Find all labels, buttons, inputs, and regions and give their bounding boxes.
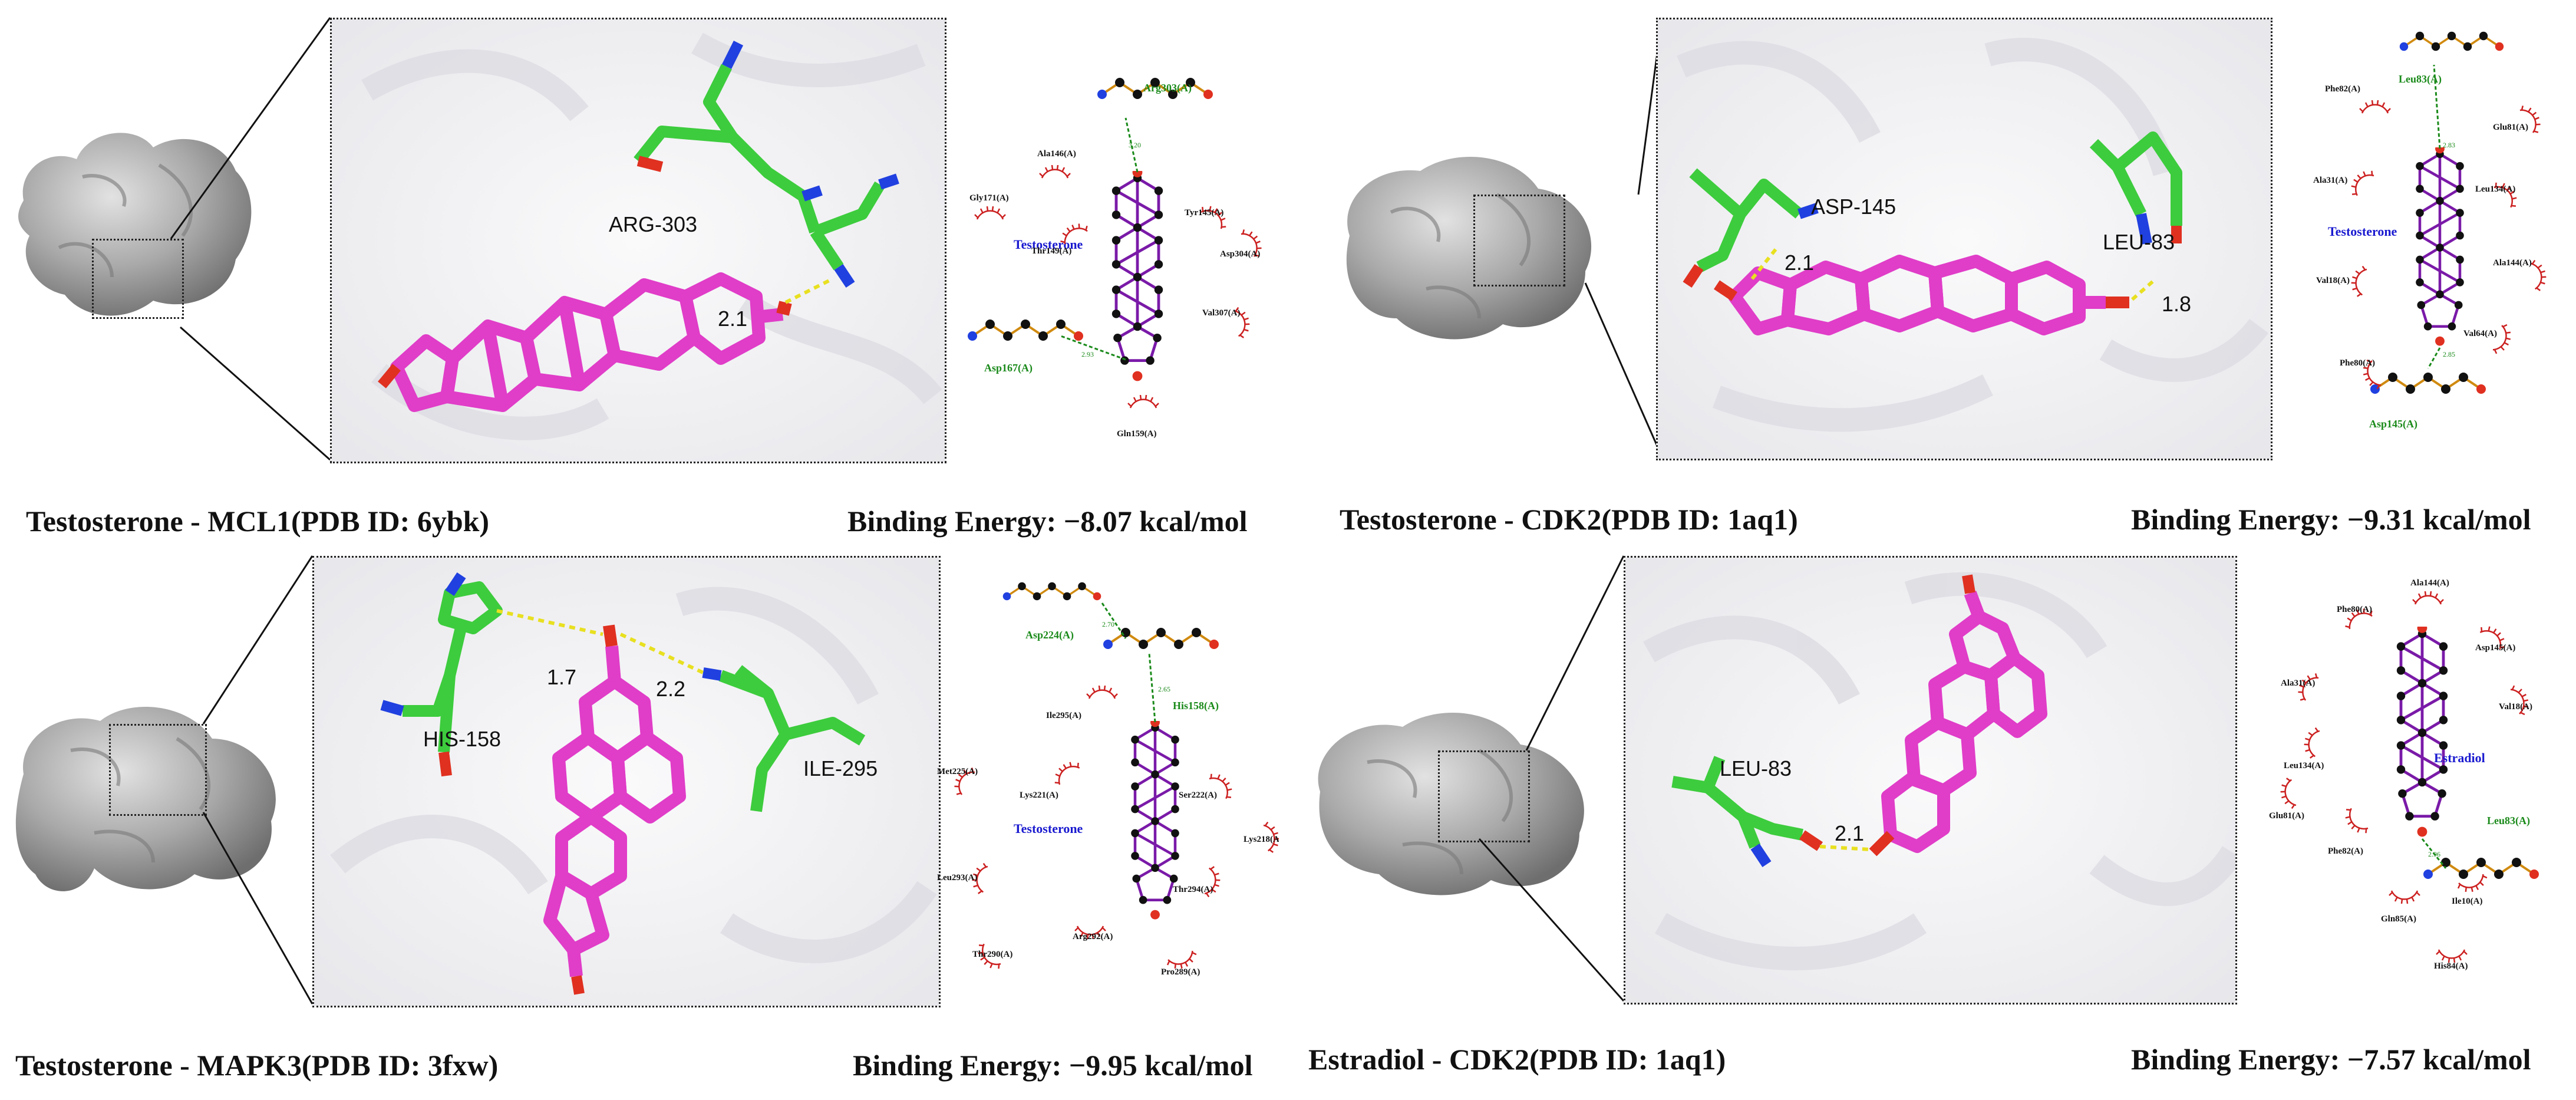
complex-caption: Estradiol - CDK2(PDB ID: 1aq1) bbox=[1308, 1043, 1726, 1076]
residue-label-his158: HIS-158 bbox=[423, 727, 501, 751]
binding-energy: Binding Energy: −7.57 kcal/mol bbox=[2131, 1043, 2531, 1076]
hydrophobic-residue-label: Asp304(A) bbox=[1220, 249, 1260, 259]
ligplot-diagram: Leu83(A) 2.96 Estradiol Ala144(A) Phe80(… bbox=[2257, 550, 2575, 1010]
hydrophobic-residue-label: Phe80(A) bbox=[2340, 358, 2375, 368]
hydrophobic-residue-label: Glu81(A) bbox=[2269, 811, 2304, 821]
binding-energy: Binding Energy: −9.95 kcal/mol bbox=[853, 1049, 1253, 1082]
hydrophobic-residue-label: Ala31(A) bbox=[2281, 679, 2315, 688]
hydrophobic-residue-label: Val64(A) bbox=[2463, 329, 2497, 338]
hydrophobic-residue-label: Val307(A) bbox=[1202, 308, 1240, 318]
hbond-distance-label: 2.93 bbox=[1081, 350, 1094, 358]
protein-surface bbox=[1302, 691, 1609, 915]
hydrophobic-residue-label: Arg292(A) bbox=[1073, 932, 1113, 941]
hydrophobic-residue-label: Ile295(A) bbox=[1046, 711, 1081, 720]
panel-cdk2-estradiol: LEU-83 2.1 Leu83(A) 2.96 Estradiol Ala14… bbox=[1291, 550, 2576, 1100]
complex-caption: Testosterone - CDK2(PDB ID: 1aq1) bbox=[1340, 503, 1798, 536]
hydrophobic-residue-label: Gln85(A) bbox=[2381, 914, 2416, 924]
hydrophobic-residue-label: Lys218(A) bbox=[1244, 835, 1279, 844]
residue-label-ile295: ILE-295 bbox=[803, 756, 878, 780]
residue-label-leu83: LEU-83 bbox=[2103, 230, 2175, 254]
hbond-residue-label: Leu83(A) bbox=[2399, 73, 2442, 85]
hydrophobic-residue-label: Thr294(A) bbox=[1173, 885, 1213, 894]
hbond-distance-label: 2.65 bbox=[1158, 685, 1170, 693]
hydrophobic-residue-label: Ala144(A) bbox=[2410, 578, 2449, 588]
hbond-distance-label: 2.83 bbox=[2443, 141, 2455, 149]
binding-site-box bbox=[109, 724, 207, 816]
hydrophobic-residue-label: Glu81(A) bbox=[2493, 123, 2528, 132]
hbond-distance: 1.8 bbox=[2162, 292, 2191, 316]
ligplot-diagram: Arg303(A) Asp167(A) 3.20 2.93 Testostero… bbox=[949, 29, 1279, 454]
hydrophobic-residue-label: Ser222(A) bbox=[1179, 791, 1217, 800]
hbond-residue-label: Arg303(A) bbox=[1143, 82, 1192, 94]
hbond-residue-label: Asp145(A) bbox=[2369, 418, 2417, 430]
ligplot-diagram: Leu83(A) Asp145(A) 2.83 2.85 Testosteron… bbox=[2281, 12, 2564, 460]
hydrophobic-residue-label: Gln159(A) bbox=[1117, 429, 1157, 439]
protein-surface bbox=[1326, 141, 1609, 354]
hbond-distance: 2.1 bbox=[718, 307, 747, 331]
binding-site-box bbox=[92, 239, 184, 319]
hydrophobic-residue-label: Val18(A) bbox=[2316, 276, 2350, 285]
ligand-name: Testosterone bbox=[1014, 821, 1083, 836]
complex-caption: Testosterone - MCL1(PDB ID: 6ybk) bbox=[26, 505, 490, 538]
protein-surface bbox=[12, 106, 259, 330]
hbond-residue-label: Leu83(A) bbox=[2487, 815, 2530, 827]
hydrophobic-residue-label: Tyr145(A) bbox=[1185, 208, 1223, 218]
hbond-residue-label: His158(A) bbox=[1173, 700, 1219, 712]
hydrophobic-residue-label: Thr290(A) bbox=[972, 950, 1012, 959]
panel-mcl1: ARG-303 2.1 Arg303(A) Asp167(A) 3.20 2.9… bbox=[0, 0, 1291, 550]
panel-mapk3: HIS-158 ILE-295 1.7 2.2 Asp224(A) His158… bbox=[0, 550, 1291, 1100]
binding-energy: Binding Energy: −9.31 kcal/mol bbox=[2131, 503, 2531, 536]
hydrophobic-residue-label: Val18(A) bbox=[2499, 702, 2532, 712]
residue-label-arg303: ARG-303 bbox=[609, 212, 697, 236]
hbond-distance-label: 2.85 bbox=[2443, 350, 2455, 358]
hydrophobic-residue-label: Leu134(A) bbox=[2475, 185, 2515, 194]
protein-surface bbox=[12, 686, 295, 910]
binding-site-box bbox=[1473, 195, 1565, 286]
hydrophobic-residue-label: Gly171(A) bbox=[969, 193, 1009, 203]
hbond-distance-label: 2.96 bbox=[2428, 850, 2440, 858]
hydrophobic-residue-label: Leu293(A) bbox=[937, 873, 977, 882]
hbond-distance: 2.1 bbox=[1785, 251, 1814, 275]
hydrophobic-residue-label: Leu134(A) bbox=[2284, 761, 2324, 770]
hydrophobic-residue-label: Lys221(A) bbox=[1020, 791, 1058, 800]
binding-site-box bbox=[1438, 750, 1530, 842]
residue-label-asp145: ASP-145 bbox=[1811, 195, 1896, 219]
hydrophobic-residue-label: Asp145(A) bbox=[2475, 643, 2515, 653]
hbond-distance: 2.2 bbox=[656, 677, 685, 701]
binding-energy: Binding Energy: −8.07 kcal/mol bbox=[847, 505, 1248, 538]
hydrophobic-residue-label: Pro289(A) bbox=[1161, 967, 1200, 977]
ligand-name: Testosterone bbox=[1014, 237, 1083, 252]
zoom-view: ASP-145 LEU-83 2.1 1.8 bbox=[1656, 18, 2272, 460]
hbond-residue-label: Asp224(A) bbox=[1025, 629, 1074, 641]
hydrophobic-residue-label: Phe82(A) bbox=[2328, 847, 2363, 856]
hydrophobic-residue-label: Ala146(A) bbox=[1037, 149, 1076, 159]
hydrophobic-residue-label: His84(A) bbox=[2434, 961, 2468, 971]
hydrophobic-residue-label: Met225(A) bbox=[937, 767, 978, 776]
zoom-view: ARG-303 2.1 bbox=[330, 18, 946, 463]
zoom-view: LEU-83 2.1 bbox=[1624, 556, 2237, 1005]
ligand-name: Testosterone bbox=[2328, 224, 2397, 239]
hbond-distance-label: 2.70 bbox=[1102, 620, 1114, 628]
ligplot-diagram: Asp224(A) His158(A) 2.70 2.65 Testostero… bbox=[925, 550, 1279, 1010]
hydrophobic-residue-label: Phe80(A) bbox=[2337, 605, 2372, 614]
hbond-residue-label: Asp167(A) bbox=[984, 362, 1033, 374]
complex-caption: Testosterone - MAPK3(PDB ID: 3fxw) bbox=[15, 1049, 499, 1082]
ligand-name: Estradiol bbox=[2434, 750, 2485, 765]
hydrophobic-residue-label: Phe82(A) bbox=[2325, 84, 2360, 94]
hbond-distance-label: 3.20 bbox=[1129, 141, 1141, 149]
hydrophobic-residue-label: Ile10(A) bbox=[2452, 897, 2483, 906]
hbond-distance: 1.7 bbox=[547, 665, 576, 689]
residue-label-leu83: LEU-83 bbox=[1720, 756, 1792, 780]
hydrophobic-residue-label: Ala144(A) bbox=[2493, 258, 2532, 268]
hydrophobic-residue-label: Ala31(A) bbox=[2313, 176, 2347, 185]
hydrophobic-residue-label: Thr149(A) bbox=[1031, 246, 1071, 256]
hbond-distance: 2.1 bbox=[1835, 821, 1864, 845]
zoom-view: HIS-158 ILE-295 1.7 2.2 bbox=[312, 556, 941, 1007]
panel-cdk2-testosterone: ASP-145 LEU-83 2.1 1.8 Leu83(A) Asp145(A… bbox=[1291, 0, 2576, 550]
